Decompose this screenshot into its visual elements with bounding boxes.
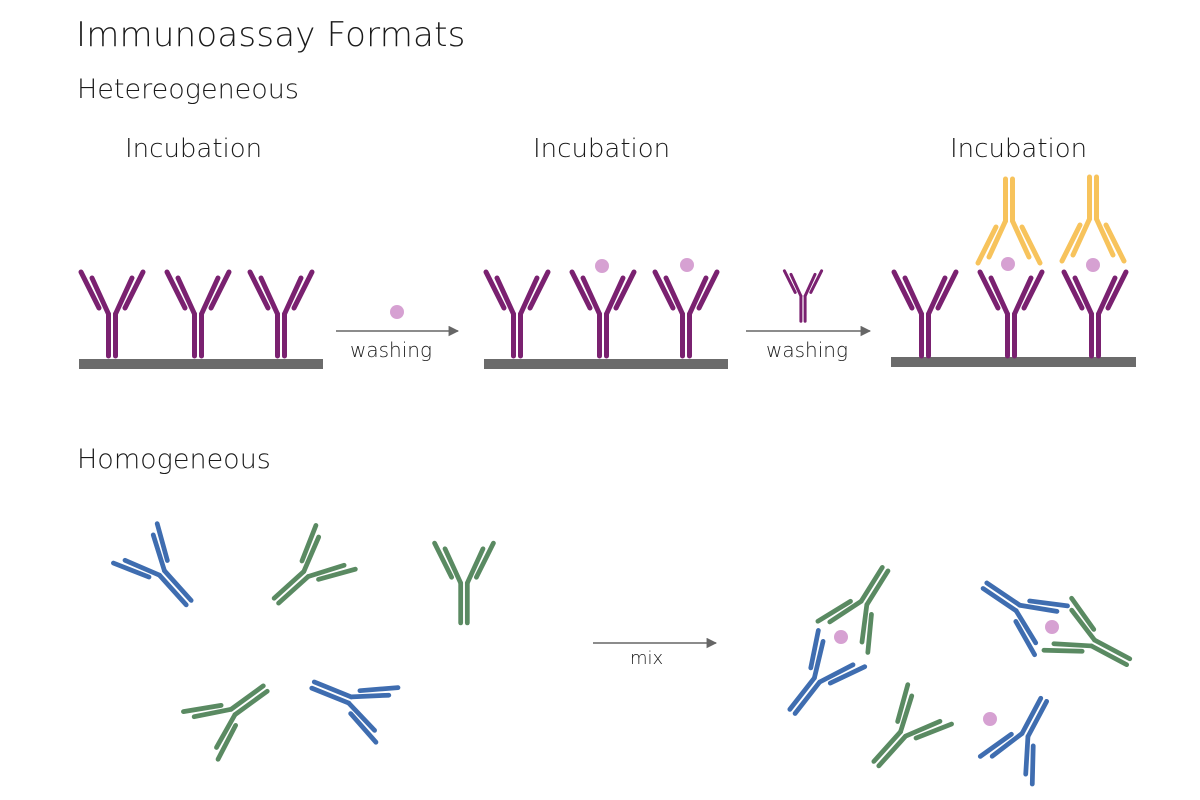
capture-antibody	[483, 269, 551, 359]
bound-antigen	[680, 258, 694, 272]
bound-antigen	[1086, 258, 1100, 272]
complex-antibody-blue	[980, 580, 1070, 658]
complex-antibody-blue	[977, 695, 1050, 787]
capture-antibody	[164, 269, 232, 359]
unbound-antibody	[782, 269, 824, 323]
solid-surface-2	[484, 359, 728, 369]
antibody-green	[432, 540, 496, 626]
capture-antibody	[569, 269, 637, 359]
homogeneous-heading: Homogeneous	[77, 444, 271, 475]
heterogeneous-heading: Hetereogeneous	[77, 74, 299, 105]
free-antigen	[390, 305, 404, 319]
antibody-green	[181, 683, 270, 762]
capture-antibody	[247, 269, 315, 359]
bound-antigen	[1001, 257, 1015, 271]
washing-label-1: washing	[350, 338, 432, 362]
antibody-green	[271, 523, 358, 606]
detection-antibody	[1059, 174, 1127, 264]
capture-antibody	[652, 269, 720, 359]
solid-surface-1	[79, 359, 323, 369]
capture-antibody	[78, 269, 146, 359]
diagram-title: Immunoassay Formats	[76, 15, 466, 55]
washing-label-2: washing	[766, 338, 848, 362]
complex-antibody-green	[1041, 595, 1133, 668]
complex-antibody-green	[815, 565, 891, 655]
mix-label: mix	[630, 648, 664, 669]
detection-antibody	[975, 176, 1043, 266]
antigen-complex-3	[983, 712, 997, 726]
complex-antibody-green	[871, 682, 954, 769]
capture-antibody	[891, 269, 959, 359]
step-label-2: Incubation	[533, 134, 671, 164]
bound-antigen	[595, 259, 609, 273]
antibody-blue	[309, 679, 401, 745]
antigen-complex-2	[1045, 620, 1059, 634]
complex-antibody-blue	[787, 628, 868, 716]
step-label-3: Incubation	[950, 134, 1088, 164]
antigen-complex-1	[834, 630, 848, 644]
capture-antibody	[977, 269, 1045, 359]
capture-antibody	[1061, 269, 1129, 359]
solid-surface-3	[891, 357, 1136, 367]
step-label-1: Incubation	[125, 134, 263, 164]
antibody-blue	[111, 521, 194, 608]
